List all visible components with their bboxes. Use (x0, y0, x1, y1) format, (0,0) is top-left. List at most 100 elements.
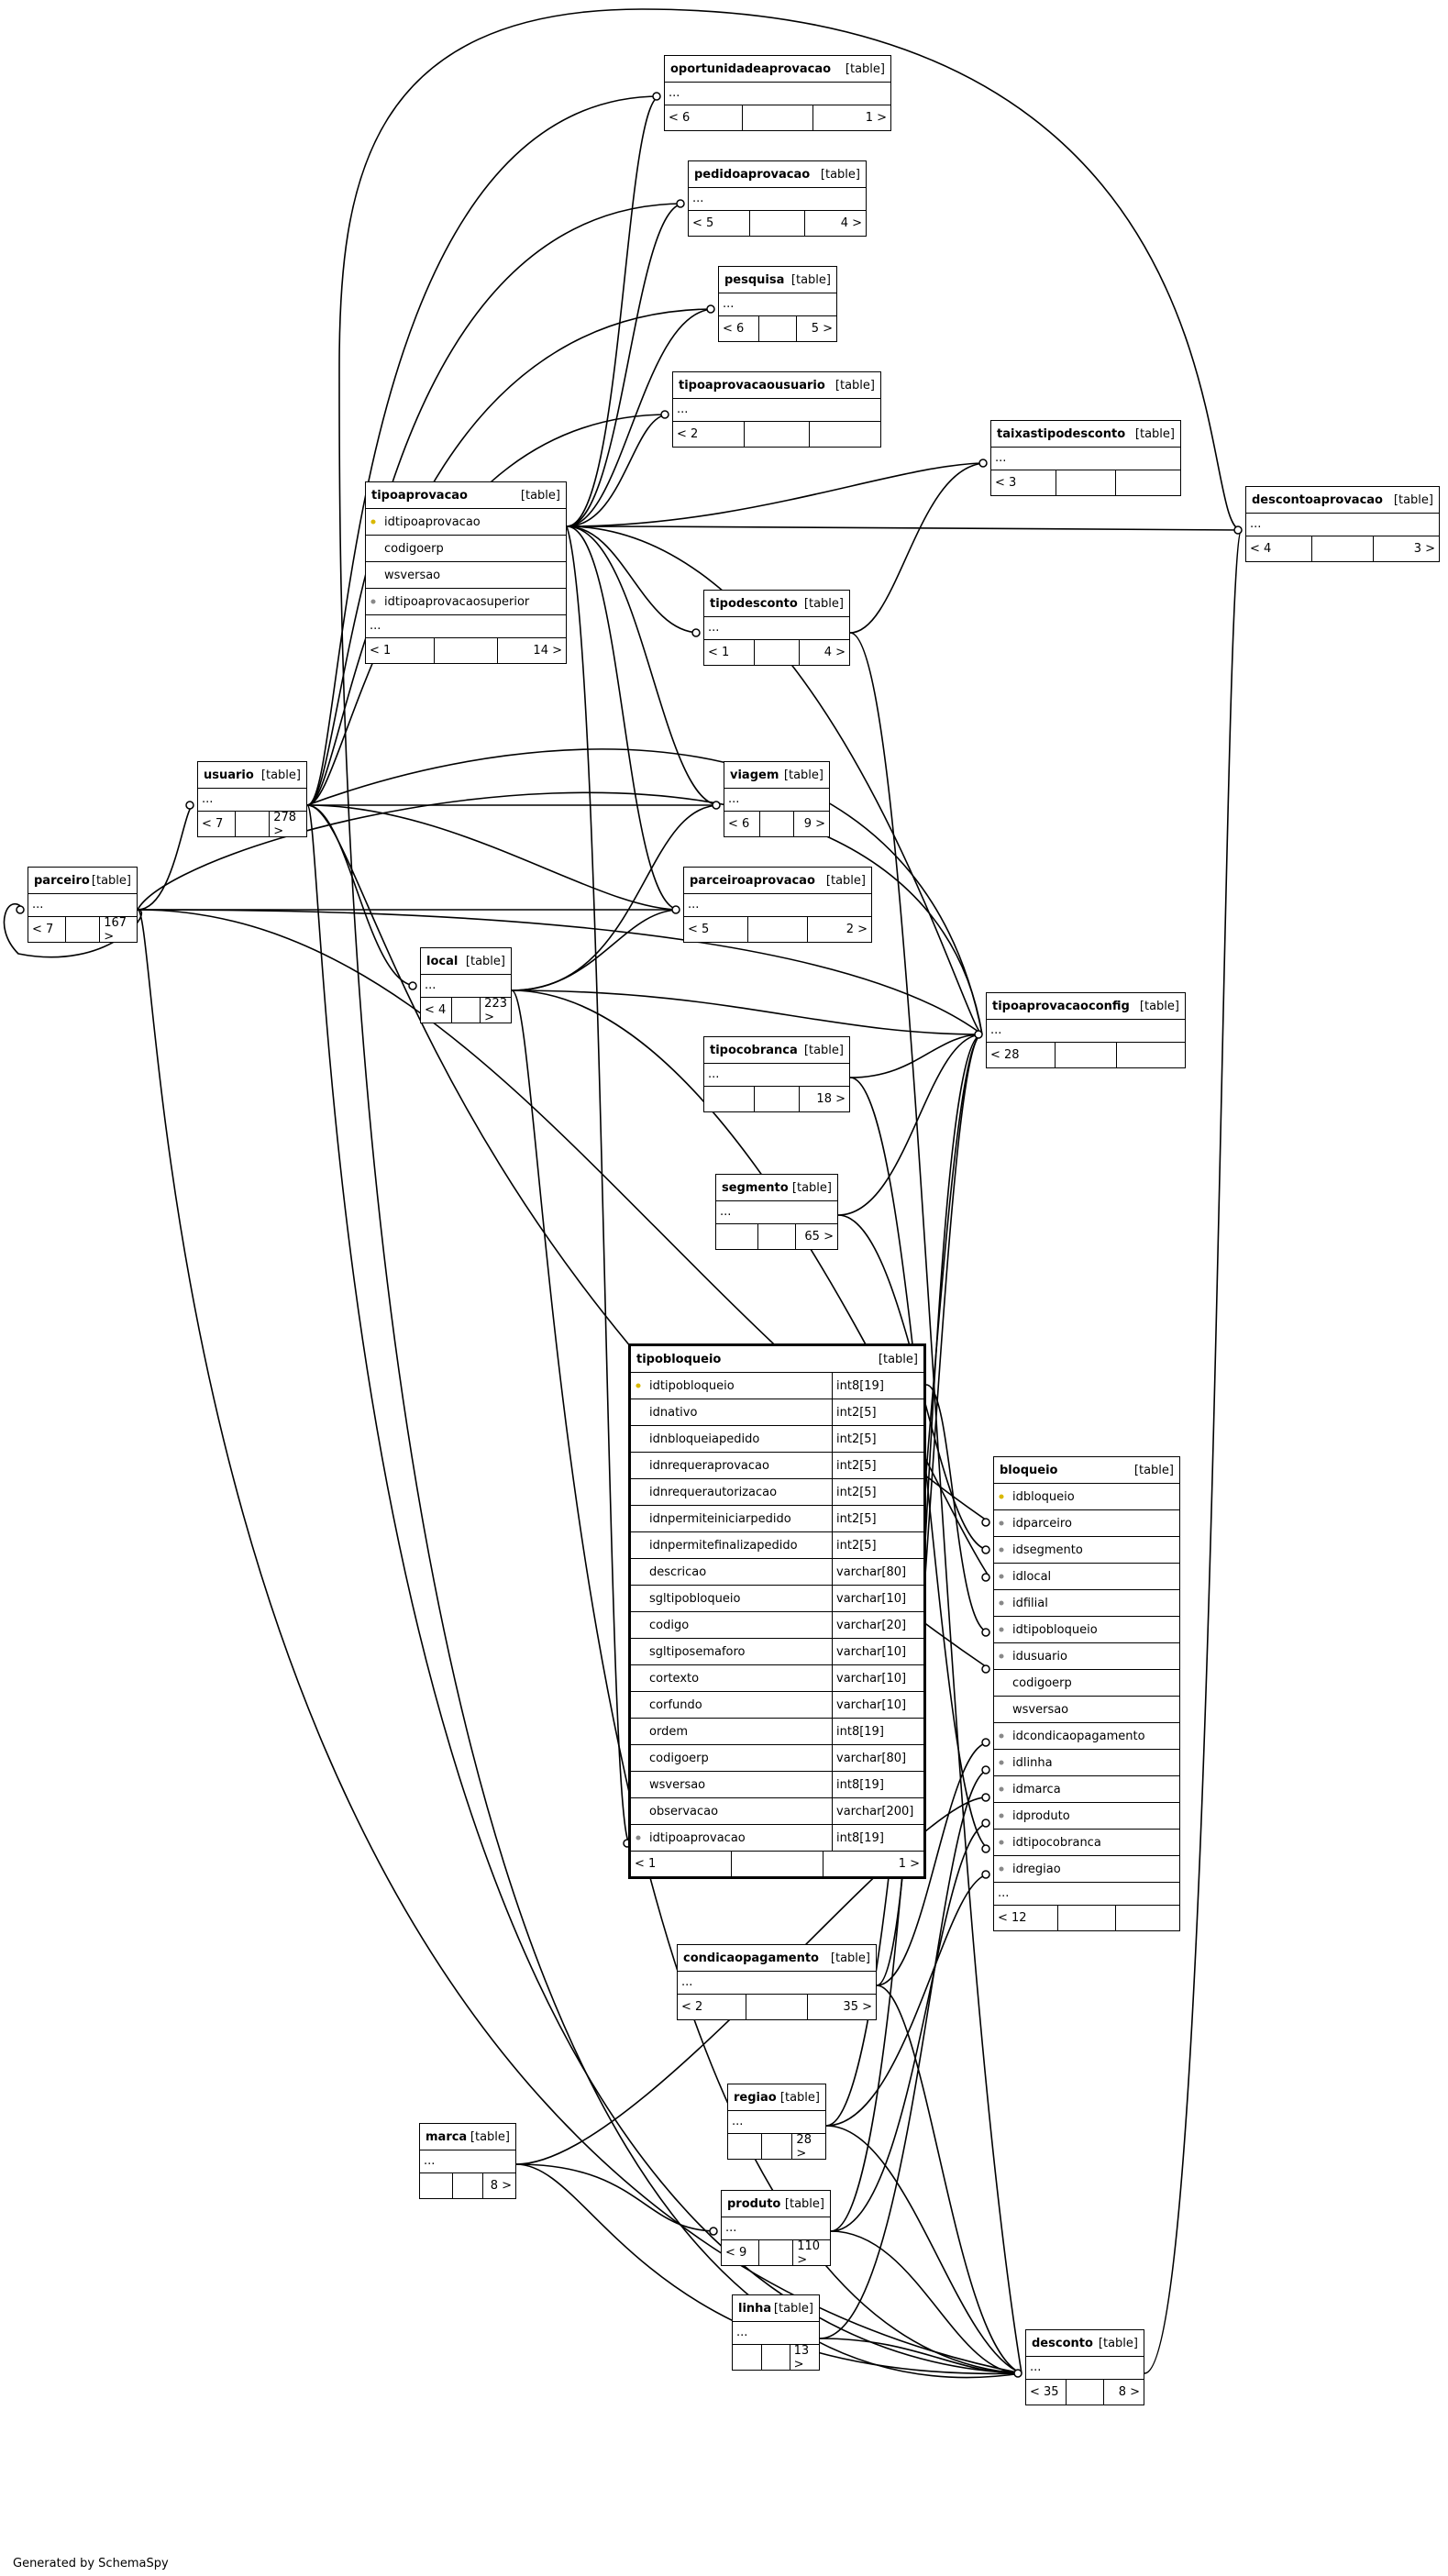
child-count[interactable]: 35 > (807, 1995, 876, 2019)
parent-count[interactable] (420, 2173, 452, 2198)
child-count[interactable]: 2 > (806, 917, 871, 942)
table-linha[interactable]: linha[table] ... 13 > (732, 2294, 820, 2371)
table-tipocobranca[interactable]: tipocobranca[table] ... 18 > (703, 1036, 850, 1112)
column-row[interactable]: ⚫︎idcondicaopagamento (994, 1723, 1179, 1750)
table-tipoaprovacaoconfig[interactable]: tipoaprovacaoconfig[table] ... < 28 (986, 992, 1186, 1068)
column-row[interactable]: ⚫︎idmarca (994, 1776, 1179, 1803)
column-row[interactable]: ⚫︎idfilial (994, 1590, 1179, 1617)
child-count[interactable]: 1 > (822, 1852, 923, 1876)
parent-count[interactable]: < 28 (990, 1048, 1020, 1062)
parent-count[interactable]: < 6 (723, 322, 745, 336)
table-segmento[interactable]: segmento[table] ... 65 > (715, 1174, 838, 1250)
parent-count[interactable]: < 2 (677, 427, 699, 441)
child-count[interactable] (1115, 1906, 1179, 1930)
column-row[interactable]: ⚫︎idtipoaprovacaosuperior (366, 589, 566, 615)
child-count[interactable]: 28 > (791, 2133, 825, 2161)
parent-count[interactable] (733, 2345, 761, 2370)
child-count[interactable]: 4 > (804, 211, 866, 236)
child-count[interactable] (1114, 470, 1180, 495)
parent-count[interactable] (704, 1087, 754, 1111)
column-row[interactable]: ⚫︎idtipobloqueio (994, 1617, 1179, 1643)
child-count[interactable] (1116, 1043, 1185, 1067)
parent-count[interactable]: < 6 (728, 817, 750, 831)
child-count[interactable]: 8 > (482, 2173, 515, 2198)
child-count[interactable]: 14 > (496, 638, 566, 663)
column-row[interactable]: ⚫︎idbloqueio (994, 1484, 1179, 1510)
parent-count[interactable] (716, 1224, 757, 1249)
parent-count[interactable]: < 6 (669, 111, 691, 125)
parent-count[interactable]: < 3 (995, 476, 1017, 490)
parent-count[interactable]: < 4 (425, 1003, 447, 1017)
parent-count[interactable]: < 2 (681, 2000, 703, 2014)
column-row[interactable]: ⚫︎idsegmento (994, 1537, 1179, 1564)
child-count[interactable]: 278 > (269, 811, 306, 838)
child-count[interactable]: 4 > (799, 640, 849, 665)
column-row[interactable]: ⚫︎idregiao (994, 1856, 1179, 1883)
parent-count[interactable]: < 5 (692, 216, 714, 230)
column-row[interactable]: ⚫︎idusuario (994, 1643, 1179, 1670)
table-regiao[interactable]: regiao[table] ... 28 > (727, 2084, 826, 2161)
child-count[interactable]: 110 > (792, 2239, 830, 2267)
column-row[interactable]: ⚫︎idparceiro (994, 1510, 1179, 1537)
parent-count[interactable]: < 7 (202, 817, 224, 831)
column-row[interactable]: ⚫︎idlocal (994, 1564, 1179, 1590)
parent-count[interactable]: < 1 (370, 644, 392, 658)
parent-count[interactable]: < 1 (708, 646, 730, 659)
table-taixastipodesconto[interactable]: taixastipodesconto[table] ... < 3 (990, 420, 1181, 496)
table-tipoaprovacaousuario[interactable]: tipoaprovacaousuario[table] ... < 2 (672, 371, 881, 448)
parent-count[interactable] (728, 2134, 761, 2159)
column-row[interactable]: ⚫︎idtipoaprovacao (366, 509, 566, 536)
child-count[interactable]: 5 > (795, 316, 836, 341)
column-row[interactable]: ⚫︎idtipocobranca (994, 1830, 1179, 1856)
parent-count[interactable]: < 4 (1250, 542, 1272, 556)
child-count[interactable]: 65 > (795, 1224, 837, 1249)
child-count[interactable]: 1 > (812, 105, 890, 130)
column-row[interactable]: ⚫︎idlinha (994, 1750, 1179, 1776)
child-count[interactable]: 3 > (1372, 536, 1439, 561)
column-row[interactable]: codigoerp (994, 1670, 1179, 1697)
table-bloqueio[interactable]: bloqueio[table] ⚫︎idbloqueio⚫︎idparceiro… (993, 1456, 1180, 1931)
parent-count[interactable]: < 9 (725, 2246, 747, 2260)
parent-count[interactable]: < 1 (635, 1857, 657, 1871)
column-row[interactable]: wsversao (994, 1697, 1179, 1723)
child-count[interactable]: 223 > (480, 997, 511, 1024)
child-count[interactable]: 167 > (99, 916, 137, 944)
table-tipoaprovacao[interactable]: tipoaprovacao[table] ⚫︎idtipoaprovacao c… (365, 481, 567, 664)
child-count[interactable]: 9 > (792, 812, 829, 836)
parent-count[interactable]: < 35 (1030, 2385, 1059, 2399)
column-row[interactable]: wsversao (366, 562, 566, 589)
child-count[interactable]: 8 > (1102, 2380, 1144, 2405)
child-count[interactable] (809, 422, 880, 447)
column-row[interactable]: ⚫︎idproduto (994, 1803, 1179, 1830)
parent-count[interactable]: < 5 (688, 923, 710, 936)
column-row[interactable]: codigoerp (366, 536, 566, 562)
child-count[interactable]: 18 > (799, 1087, 849, 1111)
